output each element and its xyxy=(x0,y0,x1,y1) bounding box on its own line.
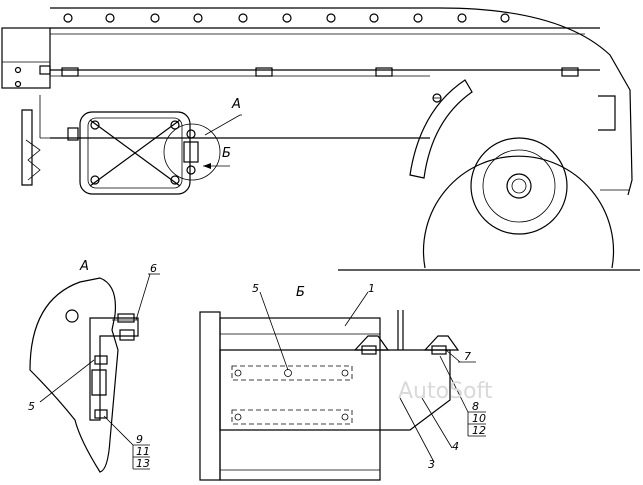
callout-b-1: 1 xyxy=(368,282,375,295)
front-light-box xyxy=(1,27,51,89)
trailer-side-view: А Б xyxy=(1,7,640,271)
detail-b-marker: Б xyxy=(222,146,231,161)
spare-wheel-holder xyxy=(79,111,191,195)
holder-plate-a xyxy=(29,277,119,473)
callout-a-5: 5 xyxy=(28,400,35,413)
detail-a-title: А xyxy=(79,259,89,274)
wheel xyxy=(422,137,615,269)
callout-a-6: 6 xyxy=(150,262,157,275)
callout-b-10: 10 xyxy=(472,412,486,425)
slot-lower xyxy=(231,409,353,425)
callout-a-11: 11 xyxy=(136,445,150,458)
callout-b-3: 3 xyxy=(428,458,435,471)
detail-a-view: А 6 5 9 11 13 xyxy=(28,259,160,473)
callout-a-9: 9 xyxy=(136,433,143,446)
fender xyxy=(409,79,473,179)
lashing-hooks xyxy=(61,67,579,77)
mount-bracket-a xyxy=(89,317,139,421)
callout-a-13: 13 xyxy=(136,457,150,470)
callout-b-5: 5 xyxy=(252,282,259,295)
slot-upper xyxy=(231,365,353,381)
callout-b-8: 8 xyxy=(472,400,479,413)
detail-b-view: Б 5 1 7 8 10 1 xyxy=(199,282,486,481)
holder-plate-b xyxy=(219,349,451,431)
rear-light xyxy=(598,95,616,131)
callout-b-12: 12 xyxy=(472,424,486,437)
tarp-rivets xyxy=(63,13,510,23)
callout-b-7: 7 xyxy=(464,350,471,363)
callout-b-4: 4 xyxy=(452,440,459,453)
detail-b-title: Б xyxy=(296,285,305,300)
frame-profile xyxy=(199,311,221,481)
canopy-outline xyxy=(50,7,633,196)
detail-a-circle xyxy=(163,123,221,181)
clamp-left xyxy=(353,335,390,351)
front-stand xyxy=(21,109,33,186)
watermark: AutoSoft xyxy=(398,379,493,404)
detail-a-marker: А xyxy=(231,97,241,112)
clamp-right xyxy=(423,335,460,351)
